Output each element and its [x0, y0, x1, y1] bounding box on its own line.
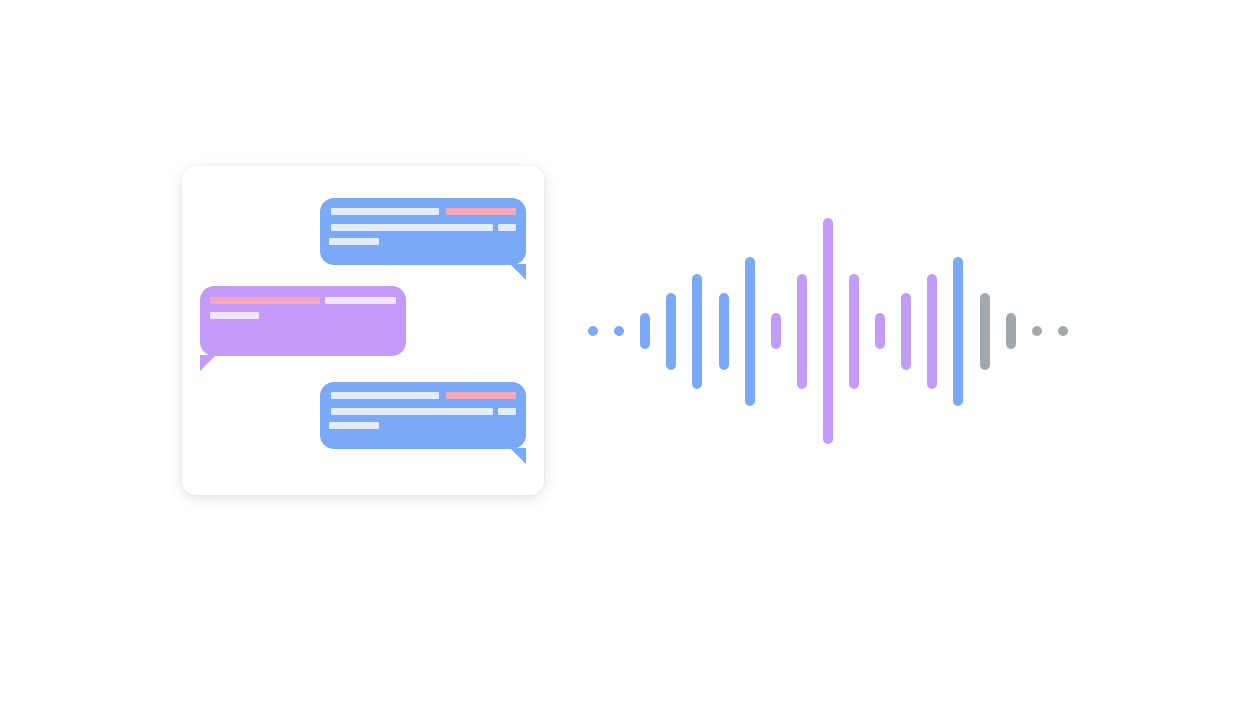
- message-line: [498, 224, 516, 231]
- audio-waveform: [580, 210, 1080, 452]
- waveform-bar: [692, 273, 703, 389]
- waveform-bar: [953, 256, 964, 406]
- waveform-bar: [770, 313, 781, 349]
- chat-card: [182, 166, 544, 495]
- waveform-bar: [744, 256, 755, 406]
- waveform-dot: [614, 326, 625, 336]
- message-highlight-line: [210, 297, 320, 304]
- message-line: [325, 297, 396, 304]
- waveform-dot: [588, 326, 598, 336]
- waveform-bar: [718, 292, 729, 370]
- message-line: [331, 224, 493, 231]
- waveform-bar: [901, 292, 912, 370]
- waveform-bar: [1005, 313, 1016, 349]
- chat-bubble-incoming: [200, 286, 406, 356]
- waveform-dot: [1057, 326, 1068, 336]
- message-line: [331, 392, 439, 399]
- chat-bubble-tail: [510, 448, 526, 464]
- message-line: [331, 408, 493, 415]
- chat-bubble-tail: [510, 264, 526, 280]
- chat-bubble-outgoing: [320, 382, 526, 449]
- waveform-bar: [927, 273, 938, 389]
- waveform-bar: [822, 218, 833, 444]
- message-line: [498, 408, 516, 415]
- waveform-bar: [796, 273, 807, 389]
- chat-bubble-tail: [200, 355, 216, 371]
- message-line: [329, 238, 379, 245]
- waveform-bar: [875, 313, 886, 349]
- message-line: [210, 312, 259, 319]
- waveform-dot: [1031, 326, 1042, 336]
- waveform-bar: [666, 292, 677, 370]
- message-highlight-line: [446, 208, 516, 215]
- message-line: [329, 422, 379, 429]
- waveform-bar: [979, 292, 990, 370]
- chat-bubble-outgoing: [320, 198, 526, 265]
- waveform-bar: [640, 313, 651, 349]
- waveform-bar: [849, 273, 859, 389]
- message-highlight-line: [446, 392, 516, 399]
- message-line: [331, 208, 439, 215]
